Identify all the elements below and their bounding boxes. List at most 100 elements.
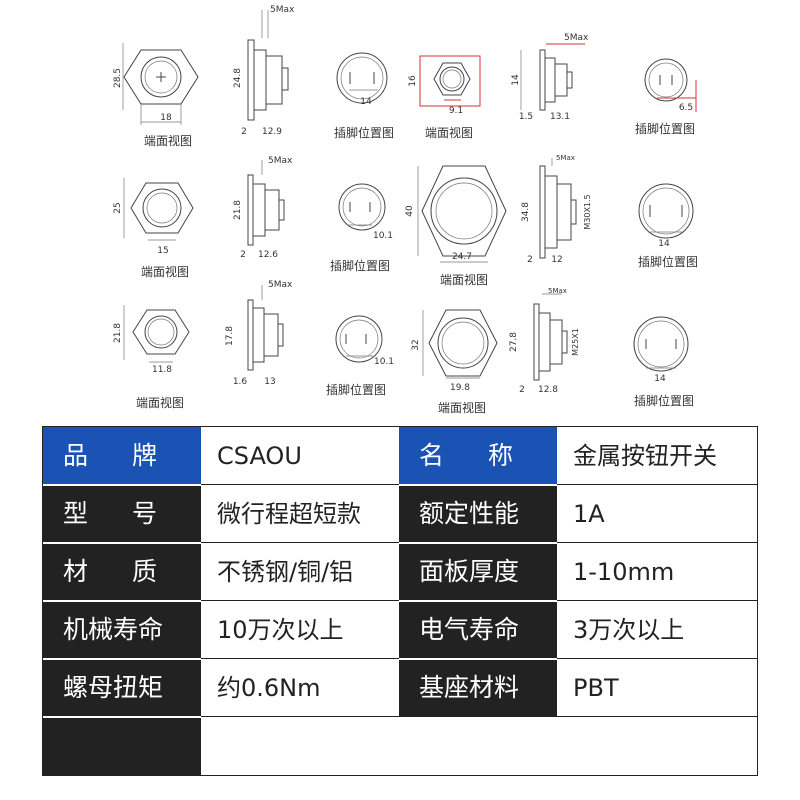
caption-end-view-4: 端面视图	[440, 272, 488, 287]
spec-row-model: 型号 微行程超短款 额定性能 1A	[43, 485, 757, 543]
dim-end-w-6: 19.8	[450, 383, 470, 393]
dim-side-a-4: 2	[527, 255, 533, 265]
label-name-text: 名称	[419, 441, 558, 470]
dim-end-w-5: 11.8	[152, 365, 172, 375]
dim-side-a-3: 2	[240, 250, 246, 260]
drawing-group-2: 16 9.1 端面视图 5Max 14 1.5 13.1 6.5 插脚位置图	[408, 33, 697, 140]
caption-pin-view-4: 插脚位置图	[638, 254, 698, 269]
separator	[43, 600, 201, 602]
separator	[399, 484, 557, 486]
spec-row-empty	[43, 717, 757, 775]
separator	[43, 542, 201, 544]
pin-view-1: 14 插脚位置图	[334, 52, 394, 140]
side-view-6: 5Max 27.8 M25X1 2 12.8	[509, 287, 580, 395]
caption-pin-view-5: 插脚位置图	[326, 382, 386, 397]
value-nut-torque: 约0.6Nm	[201, 659, 399, 717]
label-base-material: 基座材料	[399, 659, 557, 717]
dim-side-h-5: 17.8	[225, 326, 235, 346]
dim-end-h-2: 16	[408, 75, 418, 87]
spec-row-mech-life: 机械寿命 10万次以上 电气寿命 3万次以上	[43, 601, 757, 659]
dim-pin-w-6: 14	[654, 374, 666, 384]
side-view-3: 5Max 21.8 2 12.6	[233, 156, 293, 260]
side-view-5: 5Max 17.8 1.6 13	[225, 280, 293, 387]
dim-side-b-4: 12	[551, 255, 562, 265]
dim-end-w-2: 9.1	[449, 106, 463, 116]
pin-view-2: 6.5 插脚位置图	[635, 58, 697, 136]
dim-side-a-6: 2	[519, 385, 525, 395]
dim-side-b-2: 13.1	[550, 112, 570, 122]
label-name: 名称	[399, 427, 557, 485]
label-model-text: 型号	[63, 499, 202, 528]
caption-end-view-6: 端面视图	[438, 400, 486, 415]
side-view-2: 5Max 14 1.5 13.1	[511, 33, 589, 122]
dim-side-top-1: 5Max	[270, 5, 295, 15]
pin-view-4: 14 插脚位置图	[638, 183, 698, 269]
pin-view-6: 14 插脚位置图	[633, 316, 694, 408]
label-elec-life: 电气寿命	[399, 601, 557, 659]
spec-row-brand: 品牌 CSAOU 名称 金属按钮开关	[43, 427, 757, 485]
label-brand: 品牌	[43, 427, 201, 485]
dim-side-b-6: 12.8	[538, 385, 558, 395]
separator	[399, 600, 557, 602]
end-view-3: 25 15 端面视图	[113, 178, 194, 279]
drawing-group-5: 21.8 11.8 端面视图 5Max 17.8 1.6 13 10.1 插脚位…	[113, 280, 394, 410]
caption-pin-view-6: 插脚位置图	[634, 393, 694, 408]
label-mech-life: 机械寿命	[43, 601, 201, 659]
dim-pin-w-3: 10.1	[373, 231, 393, 241]
dim-side-h-2: 14	[511, 74, 521, 86]
pin-view-3: 10.1 插脚位置图	[330, 183, 393, 273]
dim-pin-w-2: 6.5	[679, 103, 693, 113]
label-model: 型号	[43, 485, 201, 543]
value-mech-life: 10万次以上	[201, 601, 399, 659]
label-rating: 额定性能	[399, 485, 557, 543]
dim-side-top-2: 5Max	[564, 33, 589, 43]
label-material: 材质	[43, 543, 201, 601]
label-brand-text: 品牌	[63, 441, 202, 470]
separator	[43, 658, 201, 660]
technical-drawings: 28.5 18 端面视图 5Max 24.8 2 12.9 14 插脚位置图	[113, 5, 698, 415]
separator	[43, 716, 201, 718]
dim-side-b-1: 12.9	[262, 127, 282, 137]
end-view-1: 28.5 18 端面视图	[113, 43, 199, 148]
separator	[43, 484, 201, 486]
end-view-6: 32 19.8 端面视图	[411, 309, 498, 415]
dim-side-thread-4: M30X1.5	[583, 194, 592, 229]
value-rating: 1A	[557, 485, 757, 543]
dim-side-h-6: 27.8	[509, 332, 519, 352]
dim-side-h-4: 34.8	[521, 202, 531, 222]
pin-view-5: 10.1 插脚位置图	[326, 315, 394, 397]
dim-side-a-5: 1.6	[233, 377, 248, 387]
dim-pin-w-5: 10.1	[374, 357, 394, 367]
dim-end-h-1: 28.5	[113, 68, 123, 88]
dim-end-h-5: 21.8	[113, 323, 123, 343]
dim-pin-w-1: 14	[360, 97, 372, 107]
spec-row-material: 材质 不锈钢/铜/铝 面板厚度 1-10mm	[43, 543, 757, 601]
dim-side-h-3: 21.8	[233, 200, 243, 220]
dim-side-h-1: 24.8	[233, 68, 243, 88]
caption-pin-view-2: 插脚位置图	[635, 121, 695, 136]
side-view-1: 5Max 24.8 2 12.9	[233, 5, 295, 137]
value-empty	[201, 717, 757, 775]
dim-side-top-6: 5Max	[548, 287, 567, 295]
value-brand: CSAOU	[201, 427, 399, 485]
caption-end-view-3: 端面视图	[141, 264, 189, 279]
end-view-5: 21.8 11.8 端面视图	[113, 305, 190, 410]
drawing-group-3: 25 15 端面视图 5Max 21.8 2 12.6 10.1 插脚位置图	[113, 156, 393, 279]
dim-side-b-3: 12.6	[258, 250, 278, 260]
dim-end-h-4: 40	[405, 205, 415, 217]
caption-pin-view-3: 插脚位置图	[330, 258, 390, 273]
value-name: 金属按钮开关	[557, 427, 757, 485]
drawing-group-1: 28.5 18 端面视图 5Max 24.8 2 12.9 14 插脚位置图	[113, 5, 394, 148]
spec-row-torque: 螺母扭矩 约0.6Nm 基座材料 PBT	[43, 659, 757, 717]
dim-end-w-1: 18	[160, 113, 172, 123]
label-empty	[43, 717, 201, 775]
side-view-4: 5Max 34.8 M30X1.5 2 12	[521, 154, 592, 265]
dim-side-thread-6: M25X1	[571, 328, 580, 356]
dim-end-w-4: 24.7	[452, 252, 472, 262]
end-view-4: 40 24.7 端面视图	[405, 165, 507, 287]
dim-end-h-3: 25	[113, 202, 123, 213]
value-base-material: PBT	[557, 659, 757, 717]
caption-pin-view-1: 插脚位置图	[334, 125, 394, 140]
dim-side-a-2: 1.5	[519, 112, 533, 122]
dim-end-w-3: 15	[157, 246, 168, 256]
